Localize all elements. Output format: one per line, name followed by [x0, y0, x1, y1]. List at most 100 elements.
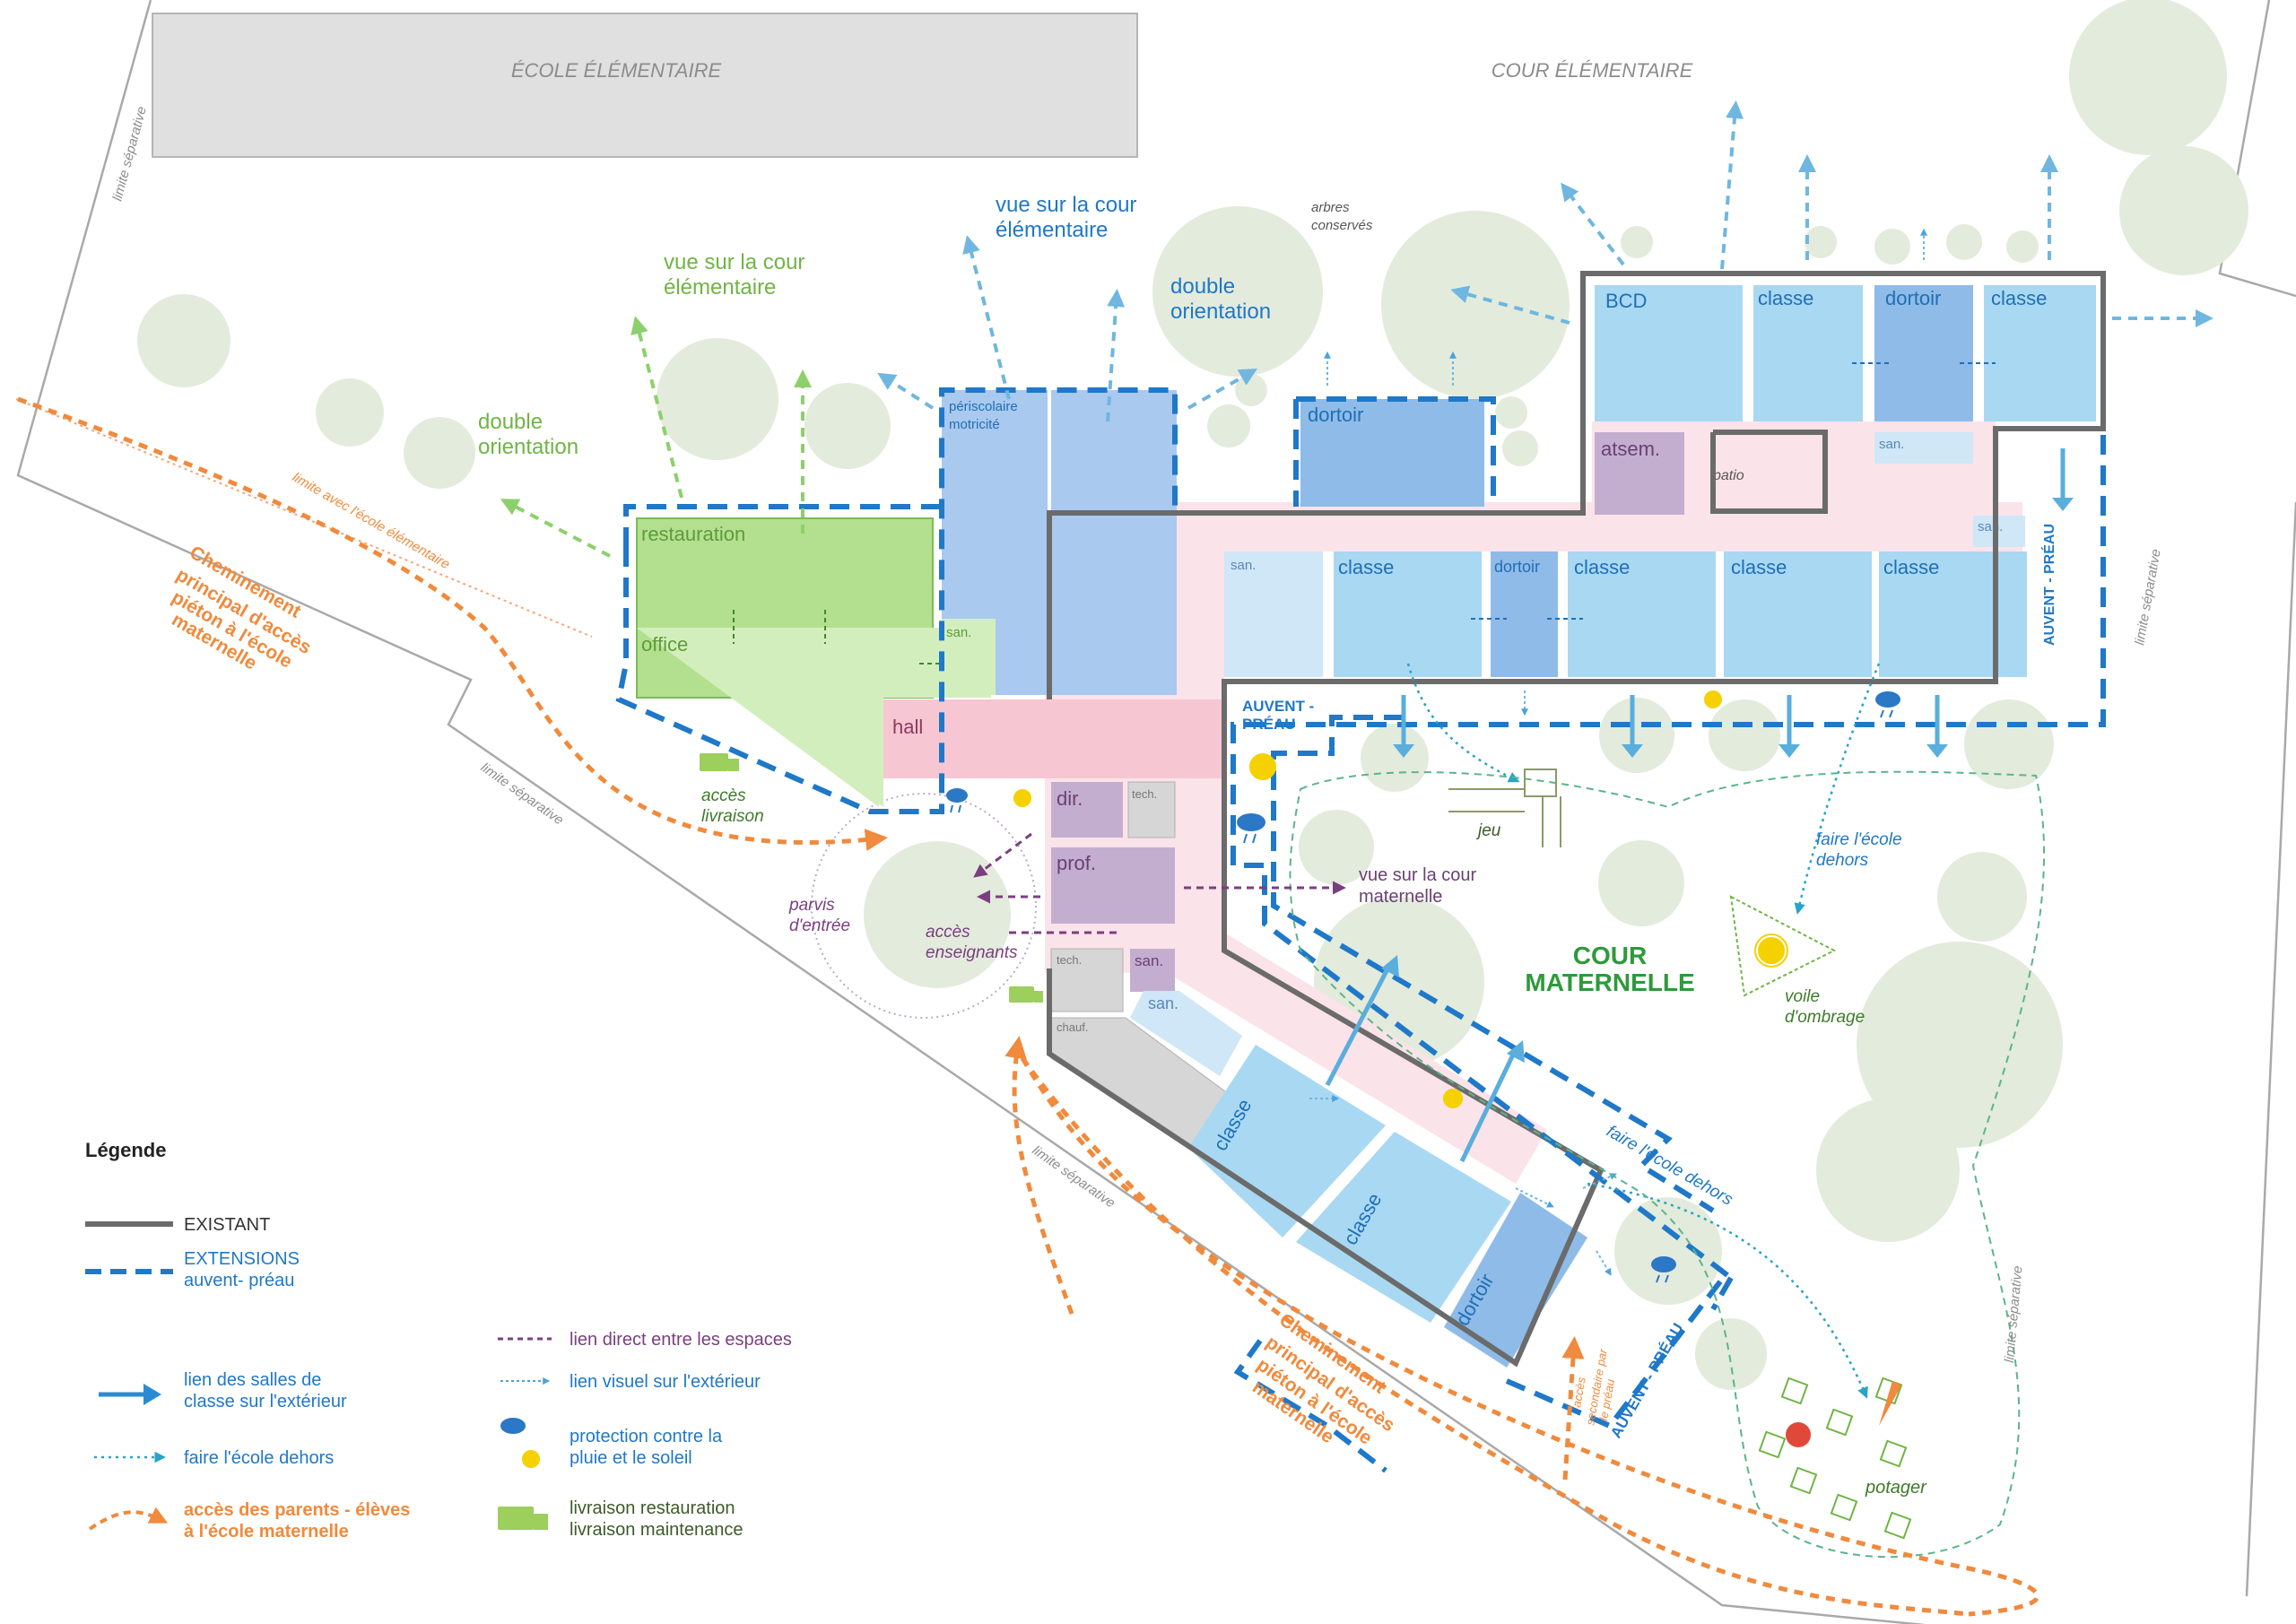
vue-cour-elem-1b: élémentaire — [996, 218, 1108, 242]
office-label: office — [641, 633, 688, 656]
jeu-label: jeu — [1475, 821, 1501, 840]
cheminement-1: Cheminement principal d'accès piéton à l… — [169, 542, 315, 673]
svg-text:accès: accès — [1570, 1376, 1588, 1409]
auvent-1a: AUVENT - — [1242, 698, 1314, 715]
classe-label-m3: classe — [1731, 556, 1787, 578]
legend-truck-icon — [498, 1507, 548, 1530]
extension-dortoir: dortoir — [1300, 399, 1484, 507]
periscolaire-block: périscolaire motricité san. — [942, 390, 1177, 695]
tech-label-2: tech. — [1057, 953, 1082, 967]
periscolaire-label-1: périscolaire — [949, 399, 1018, 414]
acces-enseignants-1: accès — [926, 923, 970, 942]
parvis-2: d'entrée — [789, 916, 850, 935]
legend-visuel: lien visuel sur l'extérieur — [570, 1372, 761, 1392]
diagonal-classrooms: classe classe dortoir — [1188, 1045, 1587, 1368]
legend-extensions-2: auvent- préau — [184, 1271, 294, 1290]
north-wing: BCD classe dortoir classe atsem. san. pa… — [1595, 285, 2096, 547]
cour-mat-2: MATERNELLE — [1525, 968, 1694, 996]
vue-cour-elem-1a: vue sur la cour — [996, 193, 1136, 217]
legend-parents-swatch — [88, 1507, 169, 1531]
arbres-2: conservés — [1311, 218, 1373, 233]
parvis-zone — [811, 793, 1037, 1019]
vue-cour-mat-1: vue sur la cour — [1359, 865, 1477, 885]
potager-label: potager — [1865, 1478, 1927, 1498]
legend-title: Légende — [85, 1139, 166, 1161]
classe-label-n1: classe — [1758, 287, 1813, 309]
legend: Légende EXISTANT EXTENSIONS auvent- préa… — [85, 1139, 792, 1541]
san-label-diag: san. — [1148, 994, 1178, 1012]
rain-icon — [946, 691, 1900, 1283]
dortoir-label-n: dortoir — [1885, 287, 1941, 309]
classe-label-m2: classe — [1574, 556, 1630, 578]
vue-cour-elem-2a: vue sur la cour — [664, 250, 804, 274]
dortoir-label-top: dortoir — [1308, 404, 1363, 426]
limite-sep-5: limite séparative — [2002, 1265, 2025, 1363]
direct-links — [973, 832, 1346, 904]
faire-dehors-1a: faire l'école — [1816, 830, 1902, 849]
prof-label: prof. — [1057, 852, 1096, 874]
visual-link-arrows — [877, 100, 2213, 422]
carrot-icon — [1879, 1381, 1901, 1426]
delivery-truck-icon — [700, 753, 1043, 1003]
acces-secondaire: accès secondaire par le préau — [1570, 1348, 1617, 1427]
voile-sun-icon — [1754, 934, 1788, 968]
middle-classrooms: san. classe dortoir classe classe classe — [1224, 362, 2027, 677]
hall-label: hall — [892, 716, 923, 738]
outdoor-play-loop — [1289, 770, 2045, 1559]
cour-mat-1: COUR — [1573, 942, 1647, 969]
chauf-label: chauf. — [1057, 1020, 1088, 1034]
legend-sun-icon — [522, 1450, 540, 1468]
green-view-arrows — [500, 316, 812, 558]
periscolaire-label-2: motricité — [949, 417, 1000, 432]
legend-extensions-1: EXTENSIONS — [184, 1249, 300, 1269]
admin-block: dir. tech. prof. tech. san. chauf. san. — [1050, 781, 1242, 1149]
dortoir-label-m: dortoir — [1494, 558, 1540, 576]
acces-livraison-1: accès — [701, 786, 746, 805]
legend-dehors: faire l'école dehors — [184, 1448, 334, 1468]
tomato-icon — [1786, 1422, 1811, 1447]
faire-dehors-1b: dehors — [1816, 851, 1869, 870]
classe-label-n2: classe — [1991, 287, 2047, 309]
legend-lien-salles-2: classe sur l'extérieur — [184, 1392, 347, 1411]
dir-label: dir. — [1057, 787, 1083, 810]
limite-sep-4: limite séparative — [2132, 548, 2164, 647]
potager-beds — [1758, 1376, 1912, 1540]
sun-icon — [1013, 690, 1785, 1108]
cheminement-2: Cheminement principal d'accès piéton à l… — [1248, 1309, 1398, 1448]
tech-label-1: tech. — [1132, 787, 1157, 801]
arbres-1: arbres — [1311, 200, 1350, 215]
limite-sep-2: limite séparative — [478, 760, 567, 828]
legend-rain-icon — [500, 1418, 526, 1434]
san-label-peri: san. — [946, 625, 971, 640]
ecole-elementaire-label: ÉCOLE ÉLÉMENTAIRE — [511, 59, 722, 82]
double-orientation-1a: double — [1170, 274, 1235, 299]
legend-existant: EXISTANT — [184, 1215, 270, 1235]
auvent-1b: PRÉAU — [1242, 716, 1296, 733]
parvis-1: parvis — [788, 896, 835, 915]
san-label-n: san. — [1879, 437, 1904, 452]
restauration-label: restauration — [641, 523, 745, 545]
legend-parents-1: accès des parents - élèves — [184, 1500, 410, 1520]
outdoor-school-paths — [1406, 663, 1881, 1399]
cour-elementaire-label: COUR ÉLÉMENTAIRE — [1492, 59, 1693, 82]
voile-icon — [1729, 895, 1837, 997]
auvent-vert-1: AUVENT - PRÉAU — [2040, 524, 2057, 646]
legend-livraison-2: livraison maintenance — [570, 1520, 743, 1540]
acces-livraison-2: livraison — [701, 807, 764, 826]
existing-walls — [1047, 271, 2106, 1368]
acces-enseignants-2: enseignants — [926, 943, 1018, 962]
legend-protection-1: protection contre la — [570, 1427, 723, 1446]
legend-protection-2: pluie et le soleil — [570, 1448, 692, 1468]
patio-label: patio — [1712, 468, 1744, 483]
voile-2: d'ombrage — [1785, 1008, 1865, 1027]
legend-lien-salles-1: lien des salles de — [184, 1370, 321, 1390]
double-orientation-1b: orientation — [1170, 300, 1271, 324]
legend-livraison-1: livraison restauration — [570, 1498, 735, 1518]
limite-sep-1: limite séparative — [109, 105, 149, 203]
trees — [137, 0, 2248, 1390]
vue-cour-mat-2: maternelle — [1359, 887, 1442, 907]
san-label-m: san. — [1231, 558, 1256, 573]
bcd-label: BCD — [1605, 290, 1647, 312]
site-boundary — [15, 0, 2296, 1624]
